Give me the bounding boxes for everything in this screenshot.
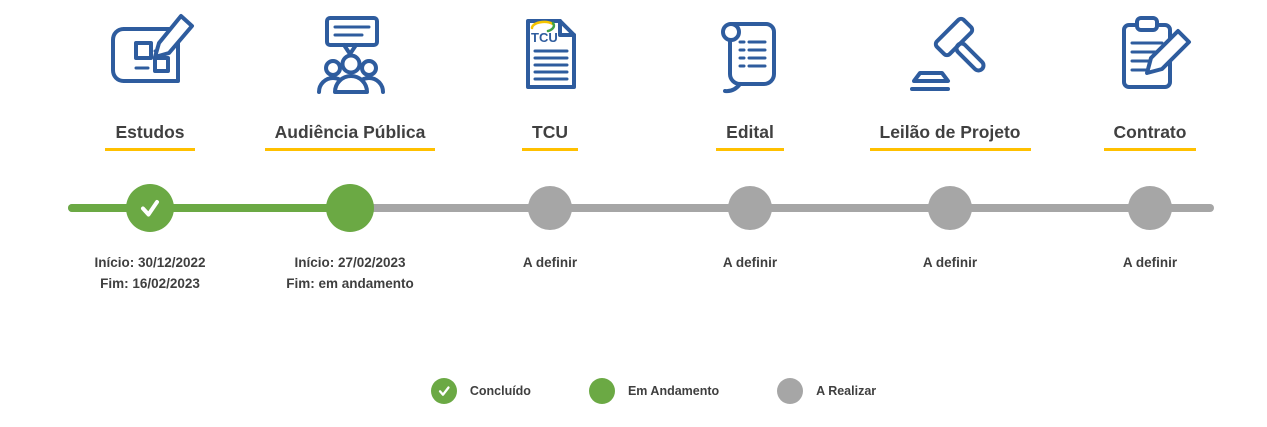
stage-dates-edital: A definir	[723, 252, 777, 273]
legend-in-progress-dot-icon	[588, 378, 615, 404]
blueprint-pencil-icon	[102, 0, 198, 112]
stage-start-date: Início: 27/02/2023	[294, 255, 406, 270]
stage-label-edital: Edital	[716, 122, 784, 151]
timeline-progress	[68, 204, 352, 212]
stage-marker-audiencia-publica	[326, 184, 374, 232]
timeline-track	[68, 204, 1214, 212]
auction-gavel-icon	[902, 0, 998, 112]
status-legend: Concluído Em Andamento A Realizar	[0, 378, 1267, 404]
stage-end-date: Fim: em andamento	[286, 276, 414, 291]
tcu-logo-text: TCU	[531, 30, 558, 45]
stage-dates-estudos: Início: 30/12/2022 Fim: 16/02/2023	[94, 252, 205, 294]
stage-column-leilao-de-projeto: Leilão de Projeto A definir	[850, 0, 1050, 294]
tcu-document-icon: TCU	[502, 0, 598, 112]
stage-label-estudos: Estudos	[105, 122, 195, 151]
stage-column-tcu: TCU TCU A definir	[450, 0, 650, 294]
check-icon	[141, 200, 159, 217]
legend-item-a-realizar: A Realizar	[777, 378, 876, 404]
legend-item-em-andamento: Em Andamento	[588, 378, 720, 404]
legend-todo-dot-icon	[777, 378, 804, 404]
stage-marker-estudos	[126, 184, 174, 232]
stage-label-leilao-de-projeto: Leilão de Projeto	[869, 122, 1031, 151]
stage-column-contrato: Contrato A definir	[1050, 0, 1250, 294]
stage-label-audiencia-publica: Audiência Pública	[264, 122, 436, 151]
legend-label-concluido: Concluído	[469, 384, 531, 398]
stage-label-tcu: TCU	[522, 122, 578, 151]
stage-tbd: A definir	[522, 255, 578, 270]
stage-label-contrato: Contrato	[1103, 122, 1197, 151]
stage-start-date: Início: 30/12/2022	[94, 255, 206, 270]
stage-tbd: A definir	[1122, 255, 1178, 270]
edict-scroll-icon	[702, 0, 798, 112]
stage-marker-edital	[728, 186, 772, 230]
legend-label-a-realizar: A Realizar	[816, 384, 877, 398]
stage-marker-leilao-de-projeto	[928, 186, 972, 230]
stages-row: Estudos Início: 30/12/2022 Fim: 16/02/20…	[50, 0, 1250, 294]
public-hearing-icon	[302, 0, 398, 112]
stage-tbd: A definir	[722, 255, 778, 270]
stage-dates-audiencia-publica: Início: 27/02/2023 Fim: em andamento	[286, 252, 414, 294]
stage-column-estudos: Estudos Início: 30/12/2022 Fim: 16/02/20…	[50, 0, 250, 294]
legend-label-em-andamento: Em Andamento	[627, 384, 720, 398]
stage-column-audiencia-publica: Audiência Pública Início: 27/02/2023 Fim…	[250, 0, 450, 294]
stage-dates-leilao-de-projeto: A definir	[923, 252, 977, 273]
legend-item-concluido: Concluído	[430, 378, 531, 404]
stage-marker-tcu	[528, 186, 572, 230]
stage-end-date: Fim: 16/02/2023	[100, 276, 200, 291]
stage-column-edital: Edital A definir	[650, 0, 850, 294]
stage-dates-contrato: A definir	[1123, 252, 1177, 273]
stage-dates-tcu: A definir	[523, 252, 577, 273]
contract-clipboard-icon	[1102, 0, 1198, 112]
stage-tbd: A definir	[922, 255, 978, 270]
legend-done-check-icon	[430, 378, 457, 404]
stage-marker-contrato	[1128, 186, 1172, 230]
